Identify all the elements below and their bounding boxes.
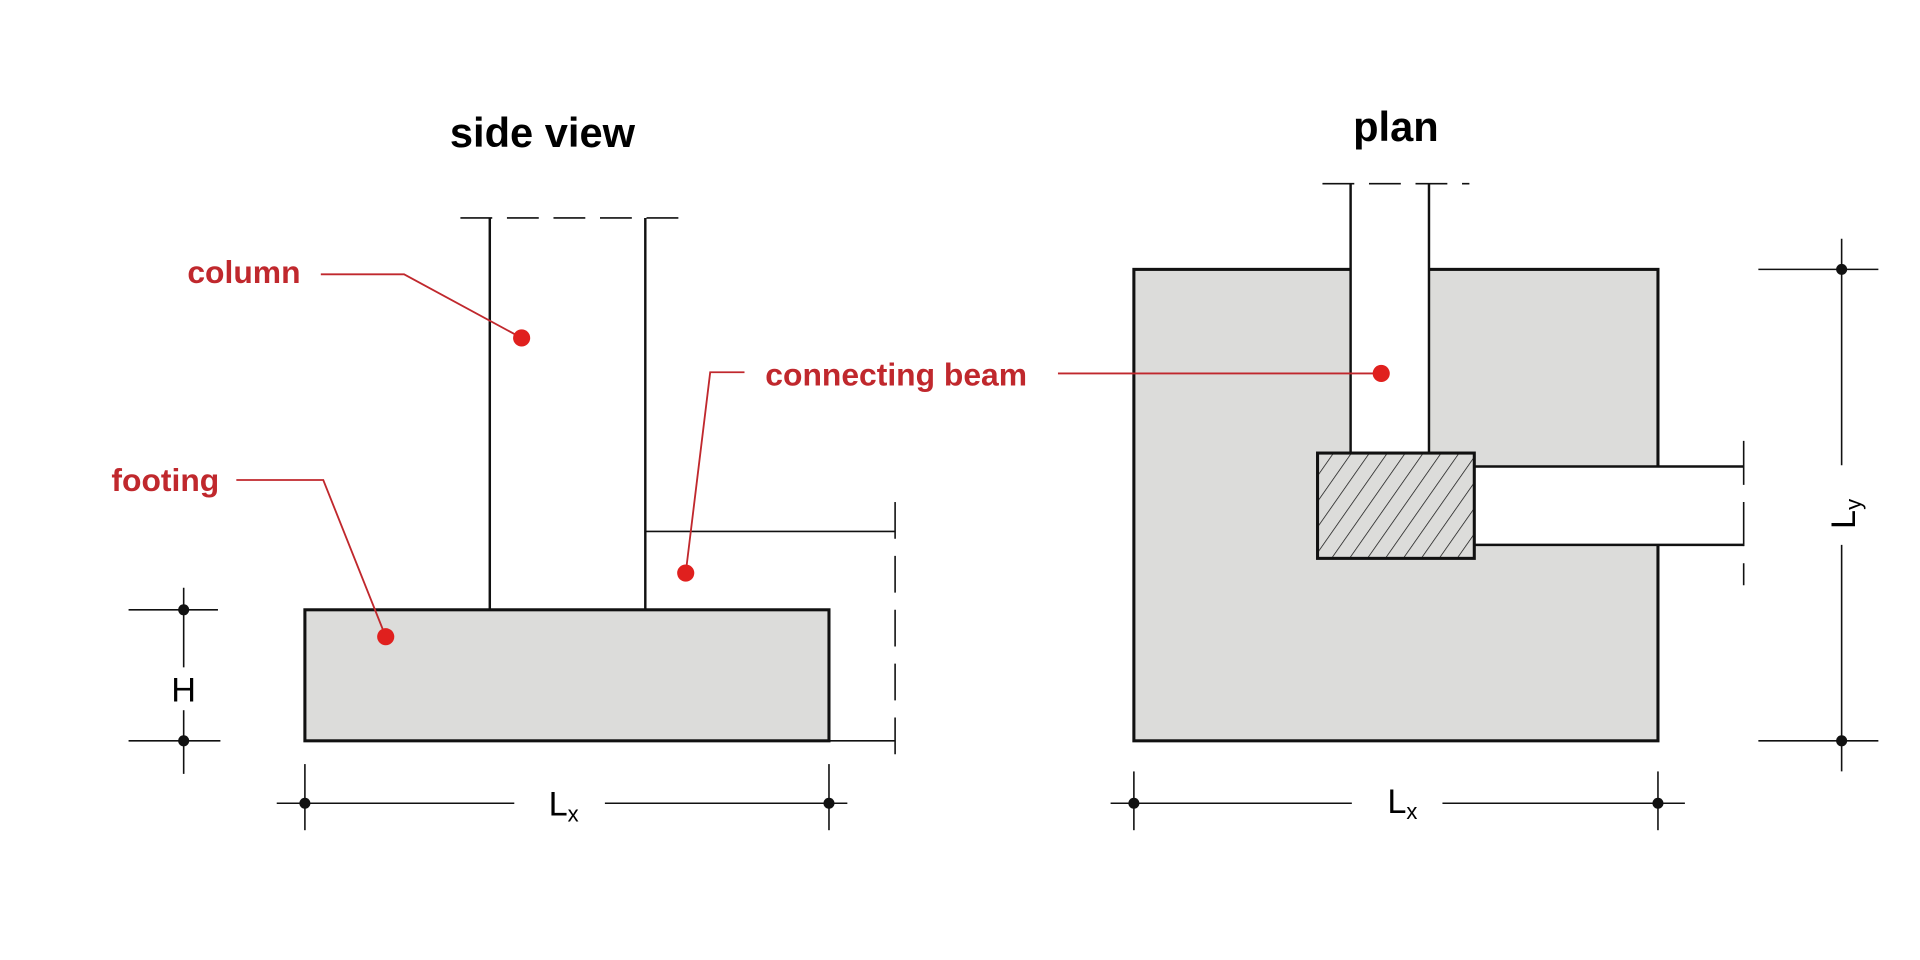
plan-title: plan <box>1353 103 1439 150</box>
side-view: side view column footing <box>111 109 896 831</box>
svg-text:Lx: Lx <box>1387 783 1417 824</box>
beam-callout-side <box>677 371 745 582</box>
beam-side <box>645 502 896 766</box>
footing-label: footing <box>111 462 219 498</box>
length-dimension-side: Lx <box>276 764 848 831</box>
length-dimension-plan: Lx <box>1110 771 1685 831</box>
beam-plan <box>1474 440 1745 586</box>
connecting-beam-label: connecting beam <box>765 357 1027 393</box>
column-label: column <box>187 254 300 290</box>
svg-text:Ly: Ly <box>1825 499 1866 529</box>
column-plan <box>1322 182 1470 454</box>
side-view-title: side view <box>450 109 636 156</box>
column-section-hatched <box>1316 451 1476 560</box>
column-callout: column <box>187 254 531 347</box>
column-side <box>460 217 679 610</box>
width-dimension-plan: Ly <box>1758 238 1879 772</box>
height-dimension: H <box>128 587 221 774</box>
beam-callout-plan <box>1057 364 1390 383</box>
svg-text:H: H <box>171 672 196 710</box>
footing-callout: footing <box>111 462 395 646</box>
svg-text:Lx: Lx <box>549 786 579 827</box>
plan-view: plan Ly <box>1057 103 1879 831</box>
